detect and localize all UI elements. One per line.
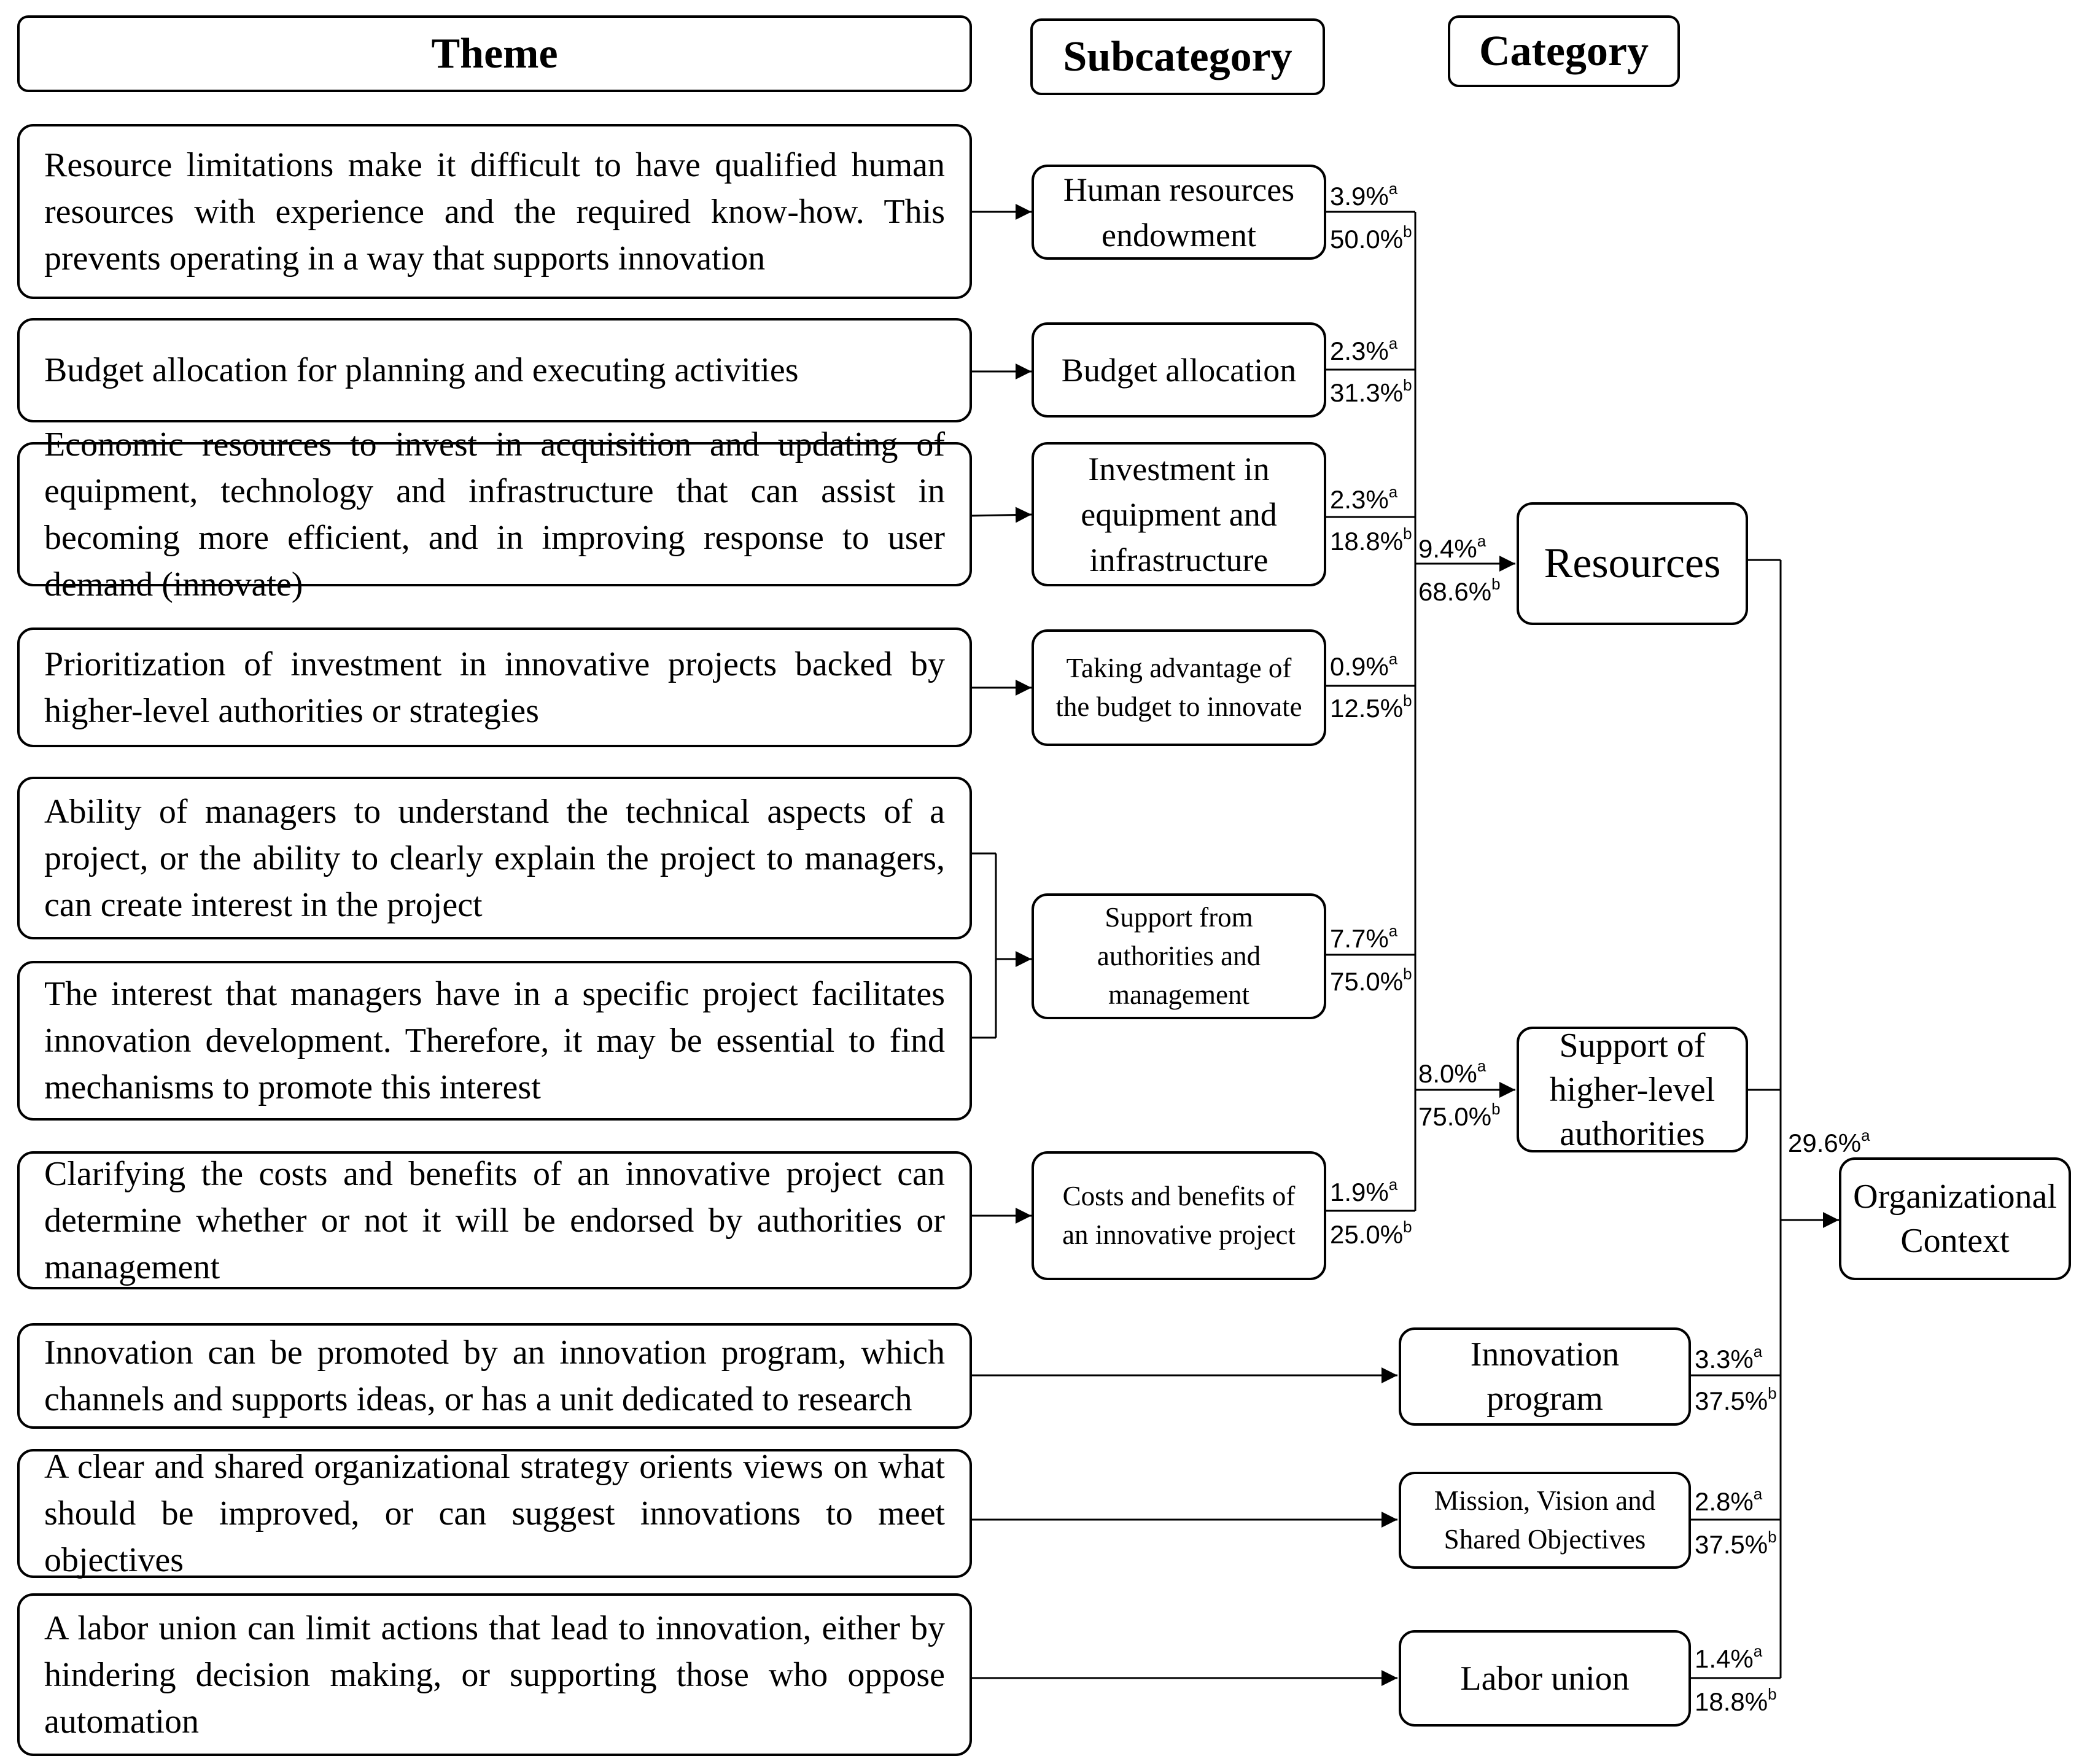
category-mission-vision: Mission, Vision and Shared Objectives [1399, 1472, 1691, 1569]
subcategory-label: Budget allocation [1061, 351, 1297, 389]
theme-text: Resource limitations make it difficult t… [44, 146, 945, 278]
subcategory-budget-allocation: Budget allocation [1032, 322, 1326, 418]
theme-box-costs-benefits: Clarifying the costs and benefits of an … [17, 1151, 972, 1289]
category-label: Labor union [1460, 1659, 1630, 1698]
subcategory-costs-benefits: Costs and benefits of an innovative proj… [1032, 1151, 1326, 1280]
pct-b-labor-union: 18.8%b [1695, 1685, 1777, 1716]
subcategory-label: Costs and benefits of an innovative proj… [1062, 1181, 1296, 1250]
pct-b-mission-vision: 37.5%b [1695, 1528, 1777, 1559]
pct-b-human-resources: 50.0%b [1330, 222, 1412, 254]
category-label: Resources [1544, 540, 1721, 587]
category-support-higher-level: Support of higher-level authorities [1517, 1027, 1748, 1153]
pct-b-costs: 25.0%b [1330, 1218, 1412, 1249]
theme-text: Budget allocation for planning and execu… [44, 351, 799, 389]
theme-text: Clarifying the costs and benefits of an … [44, 1154, 945, 1286]
pct-a-investment: 2.3%a [1330, 483, 1398, 514]
pct-a-mission-vision: 2.8%a [1695, 1485, 1763, 1516]
category-label: Mission, Vision and Shared Objectives [1434, 1485, 1656, 1555]
subcategory-label: Human resources endowment [1063, 171, 1295, 254]
subcategory-label: Investment in equipment and infrastructu… [1081, 450, 1277, 578]
theme-box-budget-allocation: Budget allocation for planning and execu… [17, 318, 972, 422]
subcategory-investment-equipment: Investment in equipment and infrastructu… [1032, 442, 1326, 586]
theme-text: Ability of managers to understand the te… [44, 792, 945, 924]
pct-a-support-higher: 8.0%a [1418, 1057, 1486, 1088]
pct-a-innovation-program: 3.3%a [1695, 1342, 1763, 1374]
theme-box-organizational-strategy: A clear and shared organizational strate… [17, 1448, 972, 1579]
theme-header: Theme [17, 15, 972, 92]
pct-b-investment: 18.8%b [1330, 524, 1412, 556]
theme-box-manager-ability: Ability of managers to understand the te… [17, 777, 972, 939]
pct-a-resources: 9.4%a [1418, 532, 1486, 563]
category-resources: Resources [1517, 502, 1748, 625]
theme-text: Innovation can be promoted by an innovat… [44, 1334, 945, 1418]
pct-b-budget-allocation: 31.3%b [1330, 376, 1412, 407]
category-label: Innovation program [1470, 1335, 1620, 1418]
pct-b-support: 75.0%b [1330, 965, 1412, 996]
subcategory-label: Taking advantage of the budget to innova… [1055, 653, 1302, 722]
pct-a-labor-union: 1.4%a [1695, 1642, 1763, 1673]
category-organizational-context: Organizational Context [1839, 1157, 2071, 1280]
pct-b-budget-innovate: 12.5%b [1330, 691, 1412, 723]
pct-a-human-resources: 3.9%a [1330, 179, 1398, 211]
pct-a-budget-innovate: 0.9%a [1330, 650, 1398, 681]
category-labor-union: Labor union [1399, 1630, 1691, 1727]
subcategory-label: Support from authorities and management [1097, 902, 1261, 1010]
theme-box-economic-resources: Economic resources to invest in acquisit… [17, 425, 972, 604]
subcategory-support-authorities: Support from authorities and management [1032, 893, 1326, 1019]
theme-box-prioritization: Prioritization of investment in innovati… [17, 628, 972, 747]
pct-a-organizational-context: 29.6%a [1788, 1126, 1870, 1157]
theme-text: A labor union can limit actions that lea… [44, 1609, 945, 1741]
theme-text: Economic resources to invest in acquisit… [44, 425, 945, 604]
subcategory-human-resources-endowment: Human resources endowment [1032, 165, 1326, 260]
pct-b-support-higher: 75.0%b [1418, 1100, 1501, 1131]
final-label: Organizational Context [1853, 1178, 2057, 1260]
pct-b-innovation-program: 37.5%b [1695, 1384, 1777, 1415]
category-label: Support of higher-level authorities [1549, 1026, 1716, 1153]
theme-box-human-resources: Resource limitations make it difficult t… [17, 124, 972, 299]
theme-box-innovation-program: Innovation can be promoted by an innovat… [17, 1323, 972, 1429]
theme-box-labor-union: A labor union can limit actions that lea… [17, 1593, 972, 1756]
subcategory-header: Subcategory [1030, 18, 1325, 95]
pct-b-resources: 68.6%b [1418, 575, 1501, 606]
theme-box-manager-interest: The interest that managers have in a spe… [17, 961, 972, 1121]
category-header: Category [1448, 15, 1680, 87]
theme-text: The interest that managers have in a spe… [44, 975, 945, 1106]
pct-a-costs: 1.9%a [1330, 1175, 1398, 1206]
theme-text: Prioritization of investment in innovati… [44, 645, 945, 730]
subcategory-budget-to-innovate: Taking advantage of the budget to innova… [1032, 629, 1326, 746]
pct-a-budget-allocation: 2.3%a [1330, 334, 1398, 365]
pct-a-support: 7.7%a [1330, 922, 1398, 953]
theme-text: A clear and shared organizational strate… [44, 1448, 945, 1579]
category-innovation-program: Innovation program [1399, 1327, 1691, 1426]
